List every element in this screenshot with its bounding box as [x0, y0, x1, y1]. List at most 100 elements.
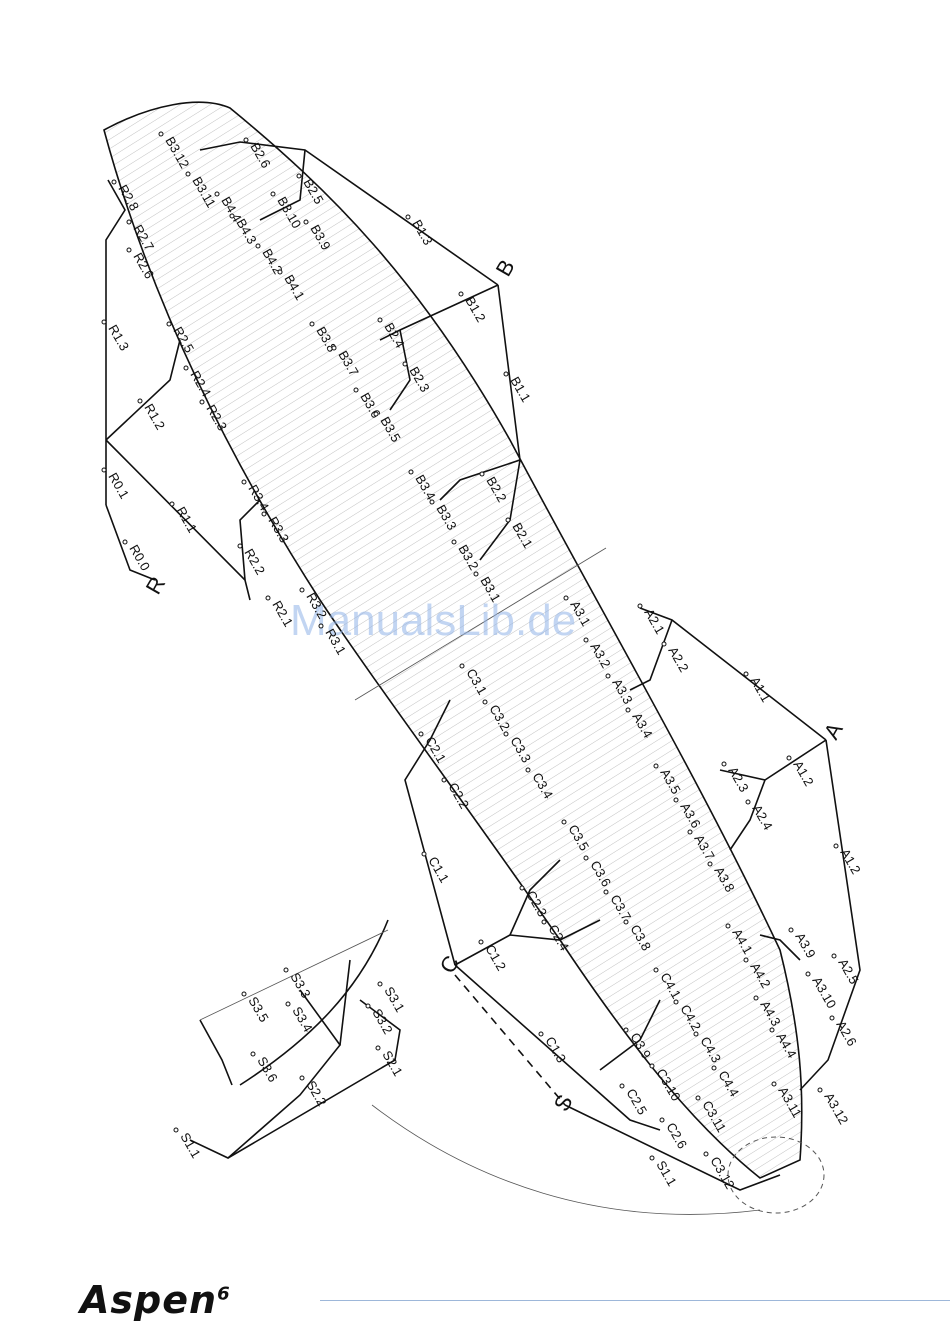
b-lines: [199, 141, 521, 561]
line-node: [786, 755, 792, 761]
r-lines: [105, 179, 261, 601]
line-node: [158, 131, 164, 137]
line-node: [649, 1155, 655, 1161]
stabilo-inset: [189, 919, 401, 1159]
line-label: A1.2: [837, 846, 863, 877]
line-node: [377, 317, 383, 323]
line-node: [659, 1117, 665, 1123]
line-node: [525, 767, 531, 773]
line-label: S1.1: [653, 1158, 679, 1189]
line-node: [805, 971, 811, 977]
line-label: B1.3: [409, 217, 435, 248]
line-node: [421, 851, 427, 857]
line-label: R2.2: [241, 546, 268, 577]
line-node: [711, 1065, 717, 1071]
line-node: [243, 137, 249, 143]
line-label: A3.10: [809, 974, 839, 1011]
line-node: [318, 623, 324, 629]
line-node: [429, 499, 435, 505]
line-node: [283, 967, 289, 973]
line-node: [541, 919, 547, 925]
line-node: [299, 1075, 305, 1081]
line-node: [408, 469, 414, 475]
line-node: [418, 731, 424, 737]
line-node: [285, 1001, 291, 1007]
line-node: [214, 191, 220, 197]
line-node: [241, 479, 247, 485]
line-node: [169, 501, 175, 507]
line-node: [673, 999, 679, 1005]
line-label: S1.1: [177, 1130, 203, 1161]
line-node: [199, 399, 205, 405]
line-node: [185, 171, 191, 177]
section-line: [354, 547, 607, 701]
line-node: [122, 539, 128, 545]
line-node: [459, 663, 465, 669]
line-label: R1.2: [141, 401, 168, 432]
brand-logo: Aspen6: [80, 1278, 231, 1322]
line-label: S2.1: [379, 1048, 405, 1079]
line-node: [137, 398, 143, 404]
line-node: [101, 319, 107, 325]
watermark-text: ManualsLib.de: [290, 596, 576, 645]
line-node: [817, 1087, 823, 1093]
line-node: [538, 1031, 544, 1037]
line-node: [441, 777, 447, 783]
line-node: [229, 213, 235, 219]
line-node: [745, 799, 751, 805]
line-node: [478, 939, 484, 945]
group-C: C: [435, 951, 465, 977]
line-node: [561, 819, 567, 825]
footer-divider: [320, 1300, 950, 1301]
line-label: A3.12: [821, 1090, 851, 1127]
a-lines: [629, 607, 861, 1091]
line-node: [101, 467, 107, 473]
line-label: B1.2: [462, 294, 488, 325]
line-label: C1.2: [482, 942, 509, 973]
line-node: [505, 517, 511, 523]
line-node: [725, 923, 731, 929]
s-lines: [371, 974, 825, 1215]
line-node: [619, 1083, 625, 1089]
line-node: [309, 321, 315, 327]
line-node: [126, 219, 132, 225]
line-label: R0.1: [105, 470, 132, 501]
line-node: [331, 345, 337, 351]
line-node: [695, 1095, 701, 1101]
line-node: [405, 214, 411, 220]
line-label: C2.6: [663, 1120, 690, 1151]
line-node: [623, 919, 629, 925]
line-label: R1.3: [105, 322, 132, 353]
canopy-outline: [103, 101, 803, 1179]
line-node: [519, 885, 525, 891]
line-node: [503, 731, 509, 737]
line-label: A2.2: [665, 644, 691, 675]
line-node: [482, 699, 488, 705]
group-S: S: [549, 1090, 578, 1115]
line-label: S3.2: [369, 1006, 395, 1037]
line-node: [270, 191, 276, 197]
line-node: [479, 471, 485, 477]
line-node: [265, 595, 271, 601]
line-node: [111, 179, 117, 185]
brand-version: 6: [217, 1283, 231, 1305]
line-node: [693, 1031, 699, 1037]
line-label: A2.1: [641, 606, 667, 637]
line-node: [237, 543, 243, 549]
line-node: [637, 603, 643, 609]
line-label: C1.3: [542, 1034, 569, 1065]
line-node: [829, 1015, 835, 1021]
line-node: [653, 967, 659, 973]
c-lines: [404, 699, 661, 1131]
line-node: [831, 953, 837, 959]
group-A: A: [819, 718, 848, 743]
line-node: [377, 981, 383, 987]
line-node: [261, 511, 267, 517]
line-node: [788, 927, 794, 933]
line-node: [250, 1051, 256, 1057]
line-node: [126, 247, 132, 253]
line-node: [603, 889, 609, 895]
line-node: [166, 321, 172, 327]
line-node: [721, 761, 727, 767]
